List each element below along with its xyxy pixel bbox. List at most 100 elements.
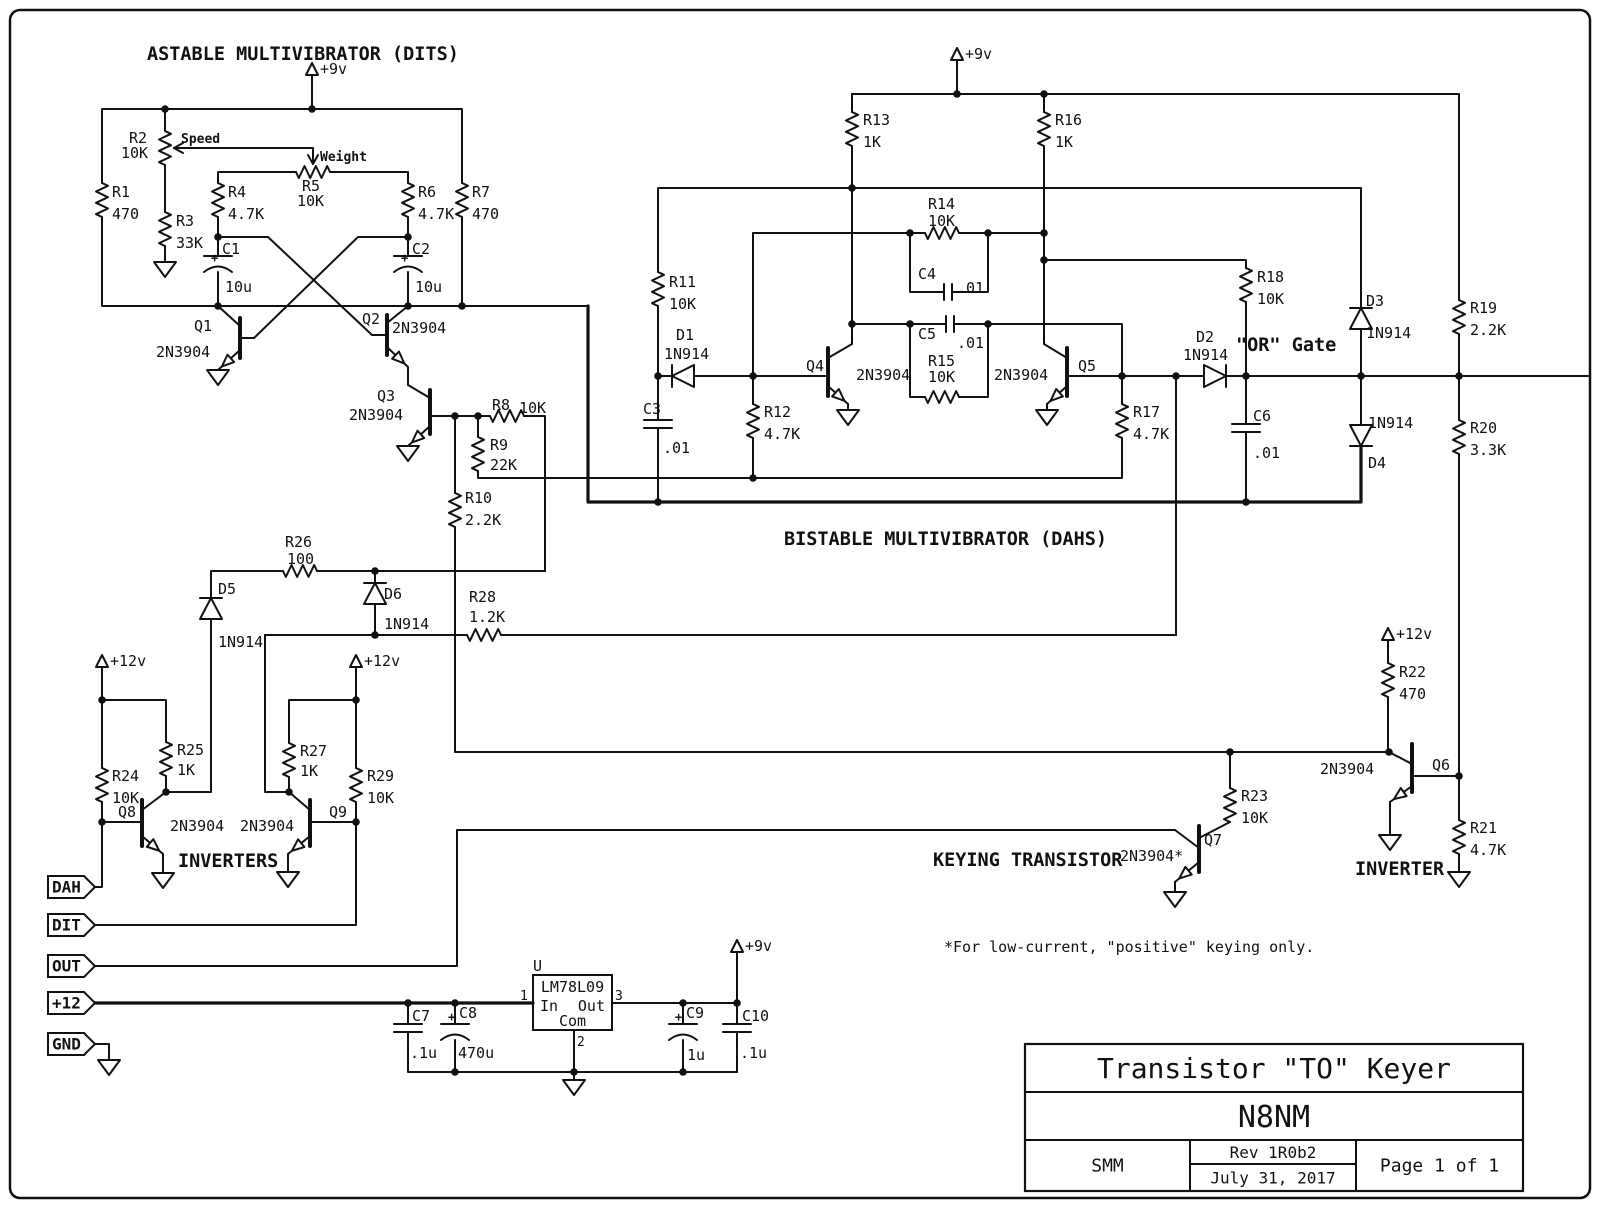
resistor-R11-ref: R11 <box>669 273 696 291</box>
resistor-R27-value: 1K <box>300 762 318 780</box>
resistor-R8-body <box>489 409 525 423</box>
junction-dot <box>451 999 459 1007</box>
resistor-R11-body <box>651 271 665 307</box>
resistor-R18-ref: R18 <box>1257 268 1284 286</box>
junction-dot <box>1455 772 1463 780</box>
transistor-Q1-collector <box>217 305 241 327</box>
resistor-R25-body <box>159 741 173 777</box>
capacitor-C1-polarity: + <box>211 251 218 265</box>
diode-D4-ref: D4 <box>1368 454 1386 472</box>
power-arrow-icon <box>1381 627 1395 641</box>
transistor-Q2-collector <box>386 305 409 324</box>
junction-dot <box>749 474 757 482</box>
resistor-R19-ref: R19 <box>1470 299 1497 317</box>
resistor-R6-ref: R6 <box>418 183 436 201</box>
junction-dot <box>848 320 856 328</box>
wire <box>953 323 1123 377</box>
wire <box>217 171 297 184</box>
resistor-R13-value: 1K <box>863 133 881 151</box>
resistor-R3-ref: R3 <box>176 212 194 230</box>
diode-D3-value: 1N914 <box>1366 324 1411 342</box>
potentiometer-wiper-arrow <box>307 154 319 165</box>
power-arrow-icon <box>305 62 319 76</box>
wire <box>1388 751 1413 765</box>
bus-wire <box>586 304 1363 504</box>
ground-symbol <box>836 409 860 426</box>
wire <box>94 821 357 926</box>
capacitor-C2-value: 10u <box>415 278 442 296</box>
wire <box>101 108 463 184</box>
junction-dot <box>906 320 914 328</box>
ground-symbol <box>153 261 177 278</box>
resistor-R24-value: 10K <box>112 789 139 807</box>
capacitor-C7-value: .1u <box>410 1044 437 1062</box>
capacitor-C8-polarity: + <box>448 1010 455 1024</box>
junction-dot <box>1040 256 1048 264</box>
resistor-R19-value: 2.2K <box>1470 321 1506 339</box>
resistor-R4-body <box>211 182 225 218</box>
transistor-Q2-emitter-arrow <box>391 350 406 365</box>
junction-dot <box>352 696 360 704</box>
capacitor-C3-value: .01 <box>663 439 690 457</box>
transistor-Q5-emitter-arrow <box>1049 388 1064 402</box>
ground-symbol <box>1035 409 1059 426</box>
resistor-R28-value: 1.2K <box>469 608 505 626</box>
power-arrow-icon <box>95 654 109 668</box>
ground-symbol <box>1163 891 1187 908</box>
diode-D5-value: 1N914 <box>218 633 263 651</box>
capacitor-C5-ref: C5 <box>918 325 936 343</box>
capacitor-C5-value: .01 <box>957 334 984 352</box>
resistor-R2-ref: R2 <box>129 129 147 147</box>
resistor-R26-ref: R26 <box>285 533 312 551</box>
junction-dot <box>162 788 170 796</box>
junction-dot <box>458 302 466 310</box>
junction-dot <box>1040 229 1048 237</box>
junction-dot <box>451 412 459 420</box>
connector-label-+12: +12 <box>52 994 81 1013</box>
wire <box>523 415 546 572</box>
page-border <box>8 8 1592 1200</box>
resistor-R27-body <box>282 742 296 778</box>
power-rail-label: +9v <box>320 60 347 78</box>
annotation-text: 2 <box>577 1035 585 1050</box>
capacitor-C8-plate <box>440 1033 470 1041</box>
resistor-R22-ref: R22 <box>1399 663 1426 681</box>
junction-dot <box>654 498 662 506</box>
capacitor-C10-value: .1u <box>740 1044 767 1062</box>
capacitor-C4-ref: C4 <box>918 265 936 283</box>
resistor-R28-body <box>466 628 502 642</box>
transistor-Q1-part: 2N3904 <box>156 343 210 361</box>
diode-D1-ref: D1 <box>676 326 694 344</box>
resistor-R10-value: 2.2K <box>465 511 501 529</box>
diode-D5-triangle <box>199 597 223 620</box>
wire <box>909 232 945 293</box>
power-arrow-icon <box>349 654 363 668</box>
resistor-R17-ref: R17 <box>1133 403 1160 421</box>
connector-flag-OUT <box>47 954 97 978</box>
resistor-R10-body <box>448 492 462 528</box>
resistor-R26-body <box>282 564 318 578</box>
transistor-Q7-ref: Q7 <box>1204 831 1222 849</box>
resistor-R4-ref: R4 <box>228 183 246 201</box>
connector-label-OUT: OUT <box>52 957 81 976</box>
junction-dot <box>1242 498 1250 506</box>
ground-symbol <box>562 1079 586 1096</box>
resistor-R12-body <box>746 403 760 439</box>
resistor-R21-body <box>1452 819 1466 855</box>
junction-dot <box>1455 372 1463 380</box>
resistor-R3-body <box>158 211 172 247</box>
capacitor-C2-polarity: + <box>401 251 408 265</box>
junction-dot <box>308 105 316 113</box>
junction-dot <box>984 320 992 328</box>
junction-dot <box>404 233 412 241</box>
junction-dot <box>570 1068 578 1076</box>
transistor-Q1-emitter-arrow <box>220 353 236 368</box>
resistor-R6-value: 4.7K <box>418 205 454 223</box>
transistor-Q8-collector <box>141 791 167 811</box>
resistor-R28-ref: R28 <box>469 588 496 606</box>
transistor-Q6-part: 2N3904 <box>1320 760 1374 778</box>
transistor-Q5-ref: Q5 <box>1078 357 1096 375</box>
wire <box>851 93 1460 301</box>
annotation-text: *For low-current, "positive" keying only… <box>944 938 1314 956</box>
